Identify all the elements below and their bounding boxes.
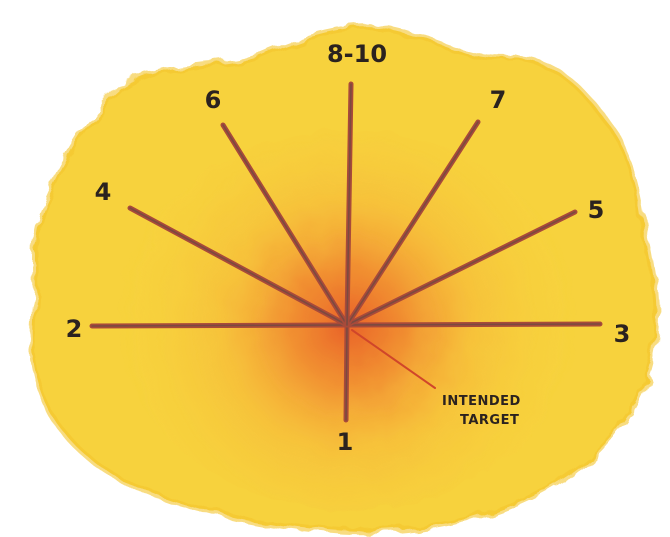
annotation-line-1: INTENDED	[442, 394, 521, 409]
ray-label-7: 7	[490, 86, 507, 114]
ray-3	[347, 324, 600, 325]
ray-label-3: 3	[614, 320, 631, 348]
ray-label-1: 1	[337, 428, 354, 456]
ray-label-8-10: 8-10	[327, 40, 387, 68]
ray-label-2: 2	[66, 315, 83, 343]
ray-1	[346, 325, 347, 420]
ray-label-6: 6	[205, 86, 222, 114]
annotation-line-2: TARGET	[460, 413, 519, 428]
ray-label-5: 5	[588, 196, 605, 224]
ray-label-4: 4	[95, 178, 112, 206]
ray-2	[92, 325, 347, 326]
